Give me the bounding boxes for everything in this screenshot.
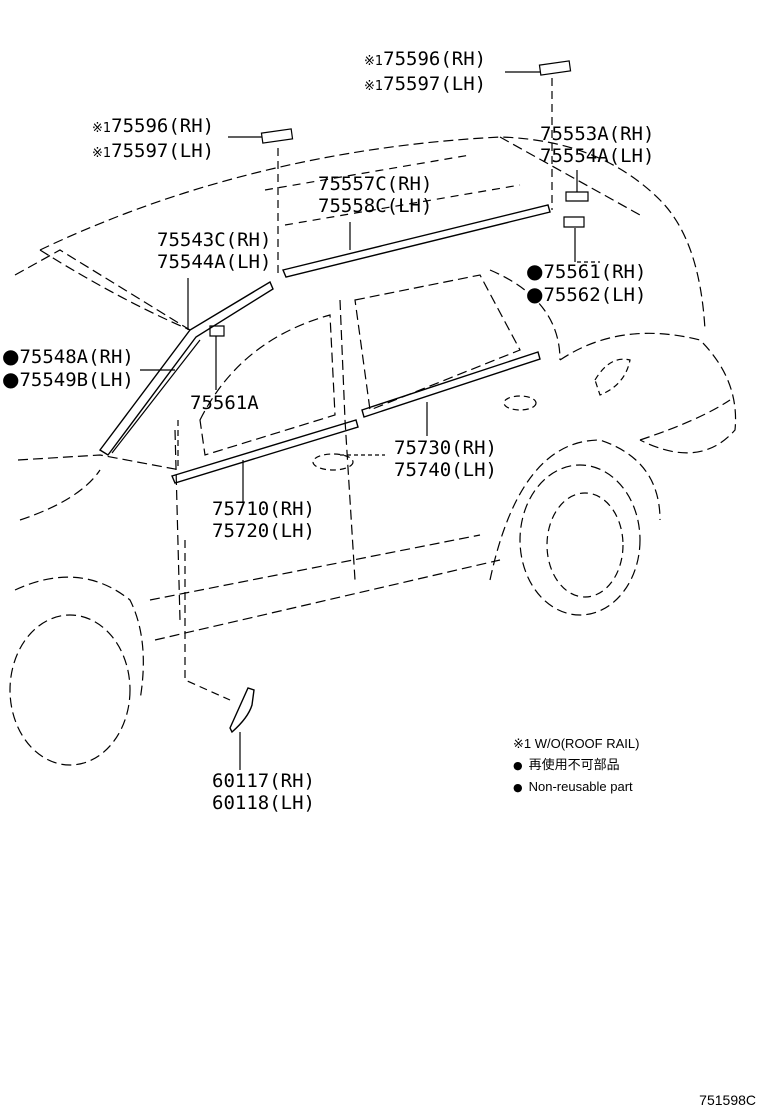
front-door-front-edge (175, 430, 180, 620)
part-number-rh: 75543C(RH) (157, 229, 272, 251)
callout-rear-door-belt: 75730(RH) 75740(LH) (394, 437, 497, 481)
part-number-lh: 75597(LH) (111, 140, 215, 162)
rear-wheel (520, 465, 640, 615)
hood-line (18, 455, 180, 470)
callout-roof-clip-left: ※175596(RH) ※175597(LH) (92, 115, 214, 165)
callout-front-pillar-molding: 75543C(RH) 75544A(LH) (157, 229, 271, 273)
note-marker: ※1 (364, 54, 384, 69)
roof-outline (40, 137, 705, 330)
legend-dot-icon: ● (513, 781, 523, 794)
windshield-molding (112, 340, 200, 453)
front-door-handle (313, 454, 353, 470)
bumper-rear (640, 400, 730, 440)
mirror-cover-part (230, 688, 254, 732)
rear-door-window (355, 275, 520, 410)
fuel-door (595, 359, 630, 395)
non-reusable-marker: ● (2, 344, 20, 368)
b-pillar (340, 300, 355, 580)
part-number-lh: 75740(LH) (394, 459, 497, 481)
clip-left (261, 129, 292, 143)
part-number-lh: 75558C(LH) (318, 195, 433, 217)
callout-front-door-belt: 75710(RH) 75720(LH) (212, 498, 315, 542)
roof-molding-strip (283, 205, 550, 277)
part-number-lh: 60118(LH) (212, 792, 315, 814)
callout-clip-rear: ●75561(RH) ●75562(LH) (526, 260, 646, 306)
part-number-rh: 75553A(RH) (540, 123, 655, 145)
rear-door-handle (504, 396, 536, 410)
part-number-rh: 75557C(RH) (318, 173, 433, 195)
rear-wheel-inner (547, 493, 623, 597)
c-pillar (490, 270, 560, 360)
callout-clip-front: 75561A (190, 392, 259, 414)
front-belt-molding (172, 420, 358, 483)
part-number: 75561A (190, 392, 259, 414)
callout-windshield-molding: ●75548A(RH) ●75549B(LH) (2, 345, 134, 391)
legend-non-reusable-en: ● Non-reusable part (513, 776, 639, 798)
diagram-reference-number: 751598C (699, 1092, 756, 1108)
part-number-rh: 60117(RH) (212, 770, 315, 792)
rear-wheel-arch (490, 440, 660, 580)
legend-jp-text: 再使用不可部品 (528, 757, 620, 772)
mirror-dash-link (185, 540, 230, 700)
rear-belt-molding (362, 352, 540, 417)
note-marker: ※1 (92, 146, 112, 161)
clip-upper (539, 61, 570, 75)
hood-bottom (20, 470, 100, 520)
windshield-edge (15, 250, 190, 330)
callout-rear-cover: 75553A(RH) 75554A(LH) (540, 123, 654, 167)
part-number-rh: 75561(RH) (543, 261, 647, 283)
part-number-rh: 75710(RH) (212, 498, 315, 520)
note-marker: ※1 (364, 79, 384, 94)
part-number-lh: 75549B(LH) (19, 369, 134, 391)
part-number-rh: 75596(RH) (383, 48, 487, 70)
clip-front-part (210, 326, 224, 336)
non-reusable-marker: ● (526, 259, 544, 283)
front-wheel-arch (15, 577, 143, 700)
legend-en-text: Non-reusable part (528, 779, 633, 794)
door-bottom-line (150, 535, 480, 600)
callout-roof-molding: 75557C(RH) 75558C(LH) (318, 173, 432, 217)
legend-note-roof-rail: ※1 W/O(ROOF RAIL) (513, 736, 640, 751)
part-number-rh: 75730(RH) (394, 437, 497, 459)
part-number-lh: 75597(LH) (383, 73, 487, 95)
callout-roof-clip-upper: ※175596(RH) ※175597(LH) (364, 48, 486, 98)
part-number-lh: 75720(LH) (212, 520, 315, 542)
part-number-rh: 75548A(RH) (19, 346, 134, 368)
front-wheel (10, 615, 130, 765)
part-number-lh: 75562(LH) (543, 284, 647, 306)
non-reusable-marker: ● (2, 367, 20, 391)
legend: ※1 W/O(ROOF RAIL) ● 再使用不可部品 ● Non-reusable… (513, 733, 639, 798)
roof-rear-edge (500, 137, 640, 215)
part-number-rh: 75596(RH) (111, 115, 215, 137)
roof-crease-1 (265, 155, 470, 190)
part-number-lh: 75544A(LH) (157, 251, 272, 273)
rocker-line (155, 560, 500, 640)
part-number-lh: 75554A(LH) (540, 145, 655, 167)
rear-quarter (560, 333, 736, 453)
note-marker: ※1 (92, 121, 112, 136)
non-reusable-marker: ● (526, 282, 544, 306)
roof-front-edge (40, 250, 190, 330)
clip-rear-part (564, 217, 584, 227)
legend-non-reusable-jp: ● 再使用不可部品 (513, 754, 639, 776)
roof-crease-2 (285, 185, 520, 225)
rear-cover-part (566, 192, 588, 201)
front-door-window (200, 315, 335, 455)
callout-mirror-cover: 60117(RH) 60118(LH) (212, 770, 315, 814)
legend-dot-icon: ● (513, 759, 523, 772)
